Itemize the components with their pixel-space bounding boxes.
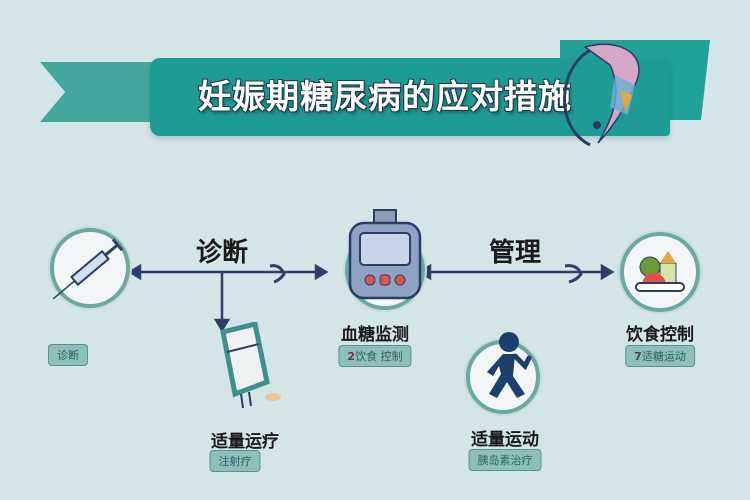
node-pen-tag: 注射疗 [209, 450, 261, 472]
node-meter-tag: 2饮食 控制 [338, 345, 412, 367]
connector-label-management: 管理 [488, 238, 542, 268]
tag-number: 7 [634, 350, 642, 363]
node-food[interactable] [620, 232, 700, 312]
insulin-pen-icon [220, 322, 281, 409]
node-food-tag: 7适糖运动 [625, 345, 695, 367]
syringe-icon [52, 238, 124, 300]
node-meter-label: 血糖监测 [341, 325, 409, 345]
decorative-ribbon-icon [563, 43, 640, 147]
node-syringe-tag: 诊断 [48, 344, 88, 366]
node-walk-label: 适量运动 [471, 430, 539, 450]
tag-text: 适糖运动 [641, 350, 686, 363]
page-title: 妊娠期糖尿病的应对措施 [198, 77, 572, 116]
node-walk-tag: 胰岛素治疗 [468, 449, 542, 471]
node-syringe[interactable] [50, 228, 130, 308]
node-food-label: 饮食控制 [626, 325, 694, 345]
title-banner [150, 58, 670, 136]
food-plate-icon [635, 251, 685, 292]
tag-text: 饮食 控制 [355, 350, 403, 363]
tag-number: 2 [347, 350, 356, 363]
walking-person-icon [487, 332, 532, 398]
node-pen-label: 适量运疗 [211, 432, 279, 452]
connector-label-diagnosis: 诊断 [195, 238, 249, 268]
glucose-meter-icon [348, 209, 422, 300]
